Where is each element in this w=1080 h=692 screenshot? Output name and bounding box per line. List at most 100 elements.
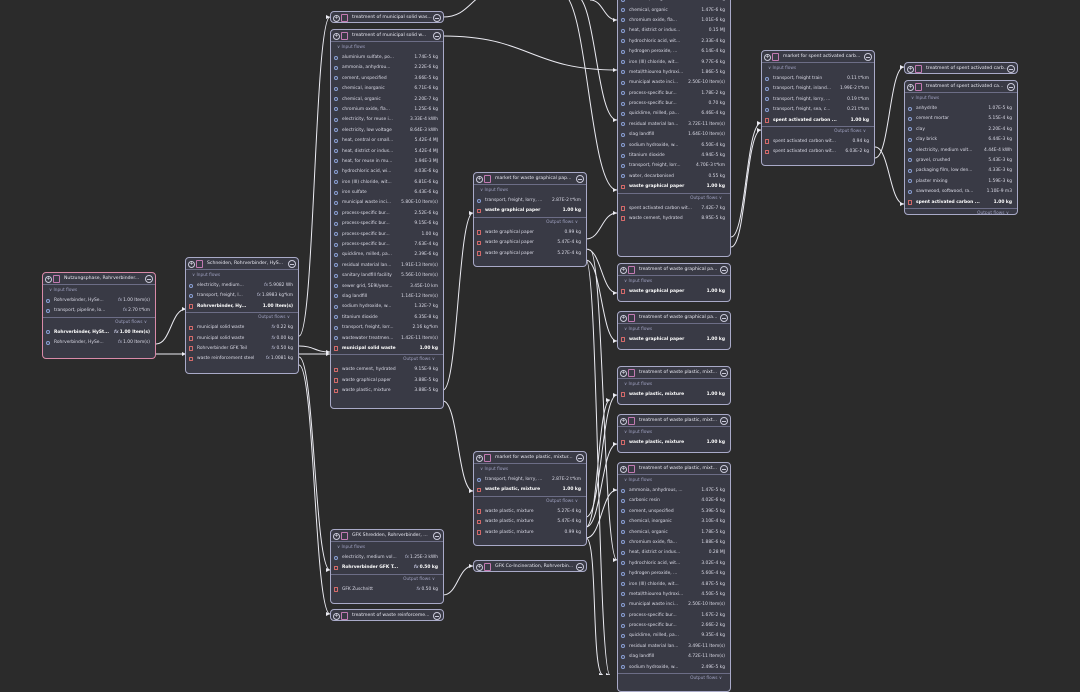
- flow-row[interactable]: Rohrverbinder GFK T...fx0.50 kg: [331, 563, 443, 573]
- flow-amount[interactable]: 5.43E-3 kg: [988, 157, 1012, 163]
- flow-amount[interactable]: 1.88E-6 kg: [701, 539, 725, 545]
- flow-row[interactable]: transport, freight, inland...1.99E-2 t*k…: [762, 84, 874, 94]
- flow-amount[interactable]: 3.33E-4 kWh: [410, 117, 438, 123]
- collapse-icon[interactable]: [433, 14, 441, 22]
- flow-amount[interactable]: 4.03E-6 kg: [414, 169, 438, 175]
- flow-row[interactable]: process-specific bur...1.00 kg: [331, 230, 443, 240]
- node-header[interactable]: +market for waste graphical pap...: [474, 173, 586, 184]
- flow-row[interactable]: heat, district or indus...0.15 MJ: [618, 26, 730, 36]
- expand-icon[interactable]: +: [620, 369, 627, 377]
- expand-icon[interactable]: +: [620, 314, 627, 322]
- flow-row[interactable]: transport, freight, sea, c...0.21 t*km: [762, 105, 874, 115]
- flow-amount[interactable]: 1.64E-10 Item(s): [688, 132, 725, 138]
- flow-amount[interactable]: 1.47E-5 kg: [701, 488, 725, 493]
- flow-amount[interactable]: 4.33E-3 kg: [988, 168, 1012, 174]
- flow-amount[interactable]: 3.10E-4 kg: [701, 519, 725, 525]
- flow-row[interactable]: electricity, medium volt...4.44E-4 kWh: [905, 146, 1017, 156]
- flow-row[interactable]: ammonia, anhydrou...2.22E-6 kg: [331, 63, 443, 73]
- flow-amount[interactable]: 5.27E-4 kg: [557, 508, 581, 514]
- flow-amount[interactable]: fx1.8983 kg*km: [256, 293, 293, 299]
- expand-icon[interactable]: +: [620, 266, 627, 274]
- flow-row[interactable]: transport, freight, lorr...2.16 kg*km: [331, 323, 443, 333]
- flow-row[interactable]: sodium hydroxide, w...6.50E-4 kg: [618, 141, 730, 151]
- flow-amount[interactable]: fx0.00 kg: [271, 335, 293, 341]
- flow-row[interactable]: heat, for reuse in mu...1.94E-3 MJ: [331, 157, 443, 167]
- flow-amount[interactable]: 8.64E-3 kWh: [410, 127, 438, 133]
- collapse-icon[interactable]: [576, 563, 584, 571]
- flow-amount[interactable]: 1.00 kg: [993, 199, 1012, 205]
- flow-row[interactable]: iron (III) chloride, wit...4.87E-5 kg: [618, 580, 730, 590]
- flow-amount[interactable]: 2.52E-6 kg: [414, 210, 438, 216]
- node-header[interactable]: +GFK Co-Incineration, Rohrverbin...: [474, 561, 586, 571]
- flow-amount[interactable]: 1.78E-5 kg: [701, 529, 725, 535]
- flow-row[interactable]: municipal waste inci...2.50E-10 Item(s): [618, 78, 730, 88]
- flow-row[interactable]: sewer grid, 5E9l/year...3.45E-10 km: [331, 282, 443, 292]
- flow-row[interactable]: process-specific bur...7.63E-4 kg: [331, 240, 443, 250]
- flow-amount[interactable]: 1.67E-2 kg: [701, 612, 725, 618]
- input-flows-header[interactable]: ∨ Input flows: [911, 96, 940, 101]
- node-header[interactable]: +Nutzungsphase, Rohrverbinder...: [43, 273, 155, 284]
- node-header[interactable]: +Schneiden, Rohrverbinder, HyS...: [186, 258, 298, 269]
- flow-row[interactable]: electricity, medium...fx5.9082 Wh: [186, 281, 298, 291]
- flow-amount[interactable]: 3.72E-11 Item(s): [688, 121, 725, 127]
- flow-amount[interactable]: 9.77E-6 kg: [701, 59, 725, 65]
- flow-row[interactable]: Rohrverbinder, Hy...1.00 Item(s): [186, 302, 298, 312]
- flow-row[interactable]: process-specific bur...0.70 kg: [618, 99, 730, 109]
- expand-icon[interactable]: +: [476, 454, 483, 462]
- flow-row[interactable]: iron (III) chloride, wit...9.77E-6 kg: [618, 58, 730, 68]
- flow-row[interactable]: process-specific bur...1.67E-2 kg: [618, 611, 730, 621]
- flow-amount[interactable]: 6.35E-8 kg: [414, 314, 438, 320]
- flow-amount[interactable]: 6.03E-2 kg: [845, 149, 869, 155]
- flow-amount[interactable]: 2.33E-4 kg: [701, 38, 725, 44]
- process-node[interactable]: +treatment of waste graphical pa...∨ Inp…: [617, 263, 731, 302]
- flow-amount[interactable]: 1.32E-7 kg: [414, 304, 438, 310]
- flow-amount[interactable]: 1.91E-13 Item(s): [401, 262, 438, 268]
- flow-amount[interactable]: 0.99 kg: [564, 229, 581, 235]
- flow-amount[interactable]: fx0.50 kg: [271, 345, 293, 351]
- node-header[interactable]: +market for spent activated carb...: [762, 51, 874, 62]
- flow-amount[interactable]: 5.80E-10 Item(s): [401, 200, 438, 206]
- process-node[interactable]: +treatment of municipal solid was...: [330, 11, 444, 23]
- collapse-icon[interactable]: [576, 175, 584, 183]
- flow-amount[interactable]: 2.39E-6 kg: [414, 252, 438, 258]
- process-node[interactable]: +Schneiden, Rohrverbinder, HyS...∨ Input…: [185, 257, 299, 374]
- flow-row[interactable]: sodium hydroxide, w...2.49E-5 kg: [618, 663, 730, 673]
- flow-row[interactable]: Rohrverbinder, HySe...fx1.00 Item(s): [43, 296, 155, 306]
- output-flows-header[interactable]: Output flows ∨: [331, 573, 443, 585]
- output-flows-header[interactable]: Output flows ∨: [474, 216, 586, 228]
- flow-amount[interactable]: fx1.00 Item(s): [117, 298, 150, 303]
- flow-amount[interactable]: 9.15E-6 kg: [414, 221, 438, 227]
- output-flows-header[interactable]: Output flows ∨: [43, 316, 155, 328]
- collapse-icon[interactable]: [433, 532, 441, 540]
- flow-amount[interactable]: 5.42E-4 MJ: [414, 138, 438, 144]
- output-flows-header[interactable]: Output flows ∨: [762, 125, 874, 137]
- process-node[interactable]: +treatment of spent activated carb...: [904, 62, 1018, 74]
- process-node[interactable]: +treatment of waste plastic, mixt...∨ In…: [617, 366, 731, 405]
- flow-amount[interactable]: 1.59E-3 kg: [988, 178, 1012, 184]
- node-header[interactable]: +treatment of waste graphical pa...: [618, 312, 730, 323]
- flow-amount[interactable]: 8.95E-5 kg: [701, 215, 725, 221]
- flow-amount[interactable]: 6.46E-4 kg: [701, 111, 725, 117]
- flow-amount[interactable]: 2.66E-2 kg: [701, 623, 725, 629]
- flow-amount[interactable]: 1.86E-5 kg: [701, 69, 725, 75]
- flow-amount[interactable]: fx0.50 kg: [413, 565, 438, 571]
- flow-row[interactable]: packaging film, low den...4.33E-3 kg: [905, 166, 1017, 176]
- flow-amount[interactable]: 3.49E-11 Item(s): [688, 643, 725, 649]
- flow-amount[interactable]: 0.11 t*km: [847, 76, 869, 81]
- flow-row[interactable]: chromium oxide, fla...1.25E-6 kg: [331, 105, 443, 115]
